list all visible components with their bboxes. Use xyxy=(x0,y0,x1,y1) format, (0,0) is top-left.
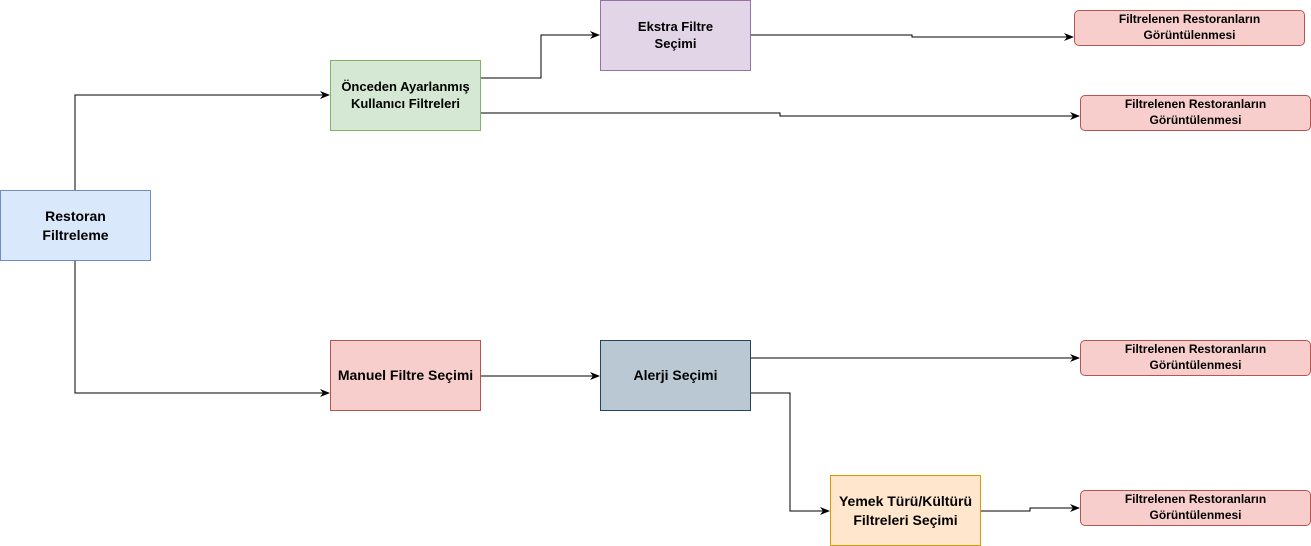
node-cuisine-filter-selection[interactable]: Yemek Türü/Kültürü Filtreleri Seçimi xyxy=(830,475,981,546)
node-filtered-results-4[interactable]: Filtrelenen Restoranların Görüntülenmesi xyxy=(1080,490,1311,526)
edge-extra-to-result-1 xyxy=(751,33,1074,41)
edge-preset-to-extra xyxy=(481,31,600,79)
node-filtered-results-3[interactable]: Filtrelenen Restoranların Görüntülenmesi xyxy=(1080,340,1311,376)
edge-root-to-manual xyxy=(74,260,330,397)
node-filtered-results-1[interactable]: Filtrelenen Restoranların Görüntülenmesi xyxy=(1074,10,1305,46)
edge-cuisine-to-result-4 xyxy=(981,504,1080,512)
edge-allergy-to-cuisine xyxy=(751,392,830,515)
node-preset-user-filters[interactable]: Önceden Ayarlanmış Kullanıcı Filtreleri xyxy=(330,60,481,131)
node-filtered-results-2[interactable]: Filtrelenen Restoranların Görüntülenmesi xyxy=(1080,95,1311,131)
node-manual-filter-selection[interactable]: Manuel Filtre Seçimi xyxy=(330,340,481,411)
node-extra-filter-selection[interactable]: Ekstra Filtre Seçimi xyxy=(600,0,751,71)
node-allergy-selection[interactable]: Alerji Seçimi xyxy=(600,340,751,411)
edge-root-to-preset xyxy=(74,91,330,190)
edge-preset-to-result-2 xyxy=(481,112,1080,120)
node-restoran-filtreleme[interactable]: Restoran Filtreleme xyxy=(0,190,151,261)
